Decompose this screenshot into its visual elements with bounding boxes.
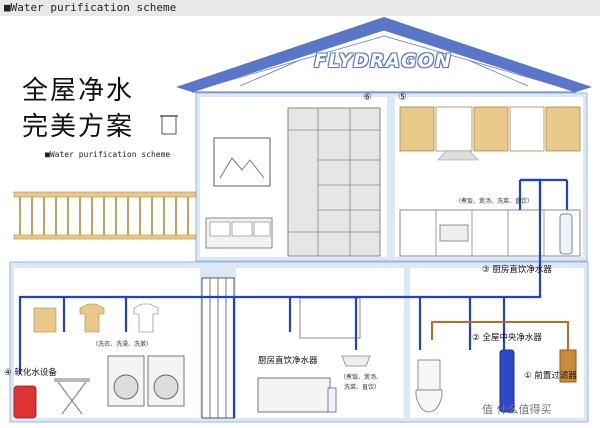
room-number-five: ⑤ bbox=[398, 92, 407, 103]
softener-label: ④ 软化水设备 bbox=[4, 368, 57, 378]
subtitle: ■Water purification scheme bbox=[45, 150, 171, 159]
brand-name: FLYDRAGON bbox=[314, 50, 452, 72]
title-line-2: 完美方案 bbox=[22, 112, 135, 142]
laundry-items bbox=[13, 303, 185, 419]
faucet-icon bbox=[161, 115, 177, 135]
room-number-six: ⑥ bbox=[363, 92, 372, 103]
header-bar: ■Water purification scheme bbox=[0, 0, 600, 16]
balcony-railing bbox=[13, 191, 197, 240]
kitchen-upstairs-label: ③ 厨房直饮净水器 bbox=[482, 265, 552, 275]
upper-cabinets bbox=[399, 106, 581, 257]
header-text: ■Water purification scheme bbox=[4, 1, 177, 14]
kitchen-dispenser-label: 厨房直饮净水器 bbox=[258, 356, 318, 366]
laundry-note: （洗衣、洗澡、洗漱） bbox=[92, 341, 153, 348]
living-room-furniture bbox=[205, 107, 381, 257]
softener-unit bbox=[13, 385, 37, 419]
central-purifier-unit bbox=[499, 349, 515, 413]
watermark: 值 什么值得买 bbox=[482, 403, 552, 416]
water-pipes bbox=[18, 178, 569, 418]
roof-truss bbox=[209, 35, 559, 87]
kitchen-items bbox=[257, 297, 371, 413]
kitchen-upstairs-note: （煮饭、煲汤、洗菜、直饮） bbox=[455, 198, 534, 205]
hot-water-pipe bbox=[431, 321, 569, 350]
bath-items bbox=[415, 349, 577, 413]
title-line-1: 全屋净水 bbox=[22, 76, 135, 106]
kitchen-dispenser-note-2: 洗菜、直饮） bbox=[344, 384, 381, 391]
central-purifier-label: ② 全屋中央净水器 bbox=[472, 333, 542, 343]
pre-filter-label: ① 前置过滤器 bbox=[524, 371, 577, 381]
kitchen-dispenser-note-1: （煮饭、煲汤、 bbox=[340, 374, 383, 381]
